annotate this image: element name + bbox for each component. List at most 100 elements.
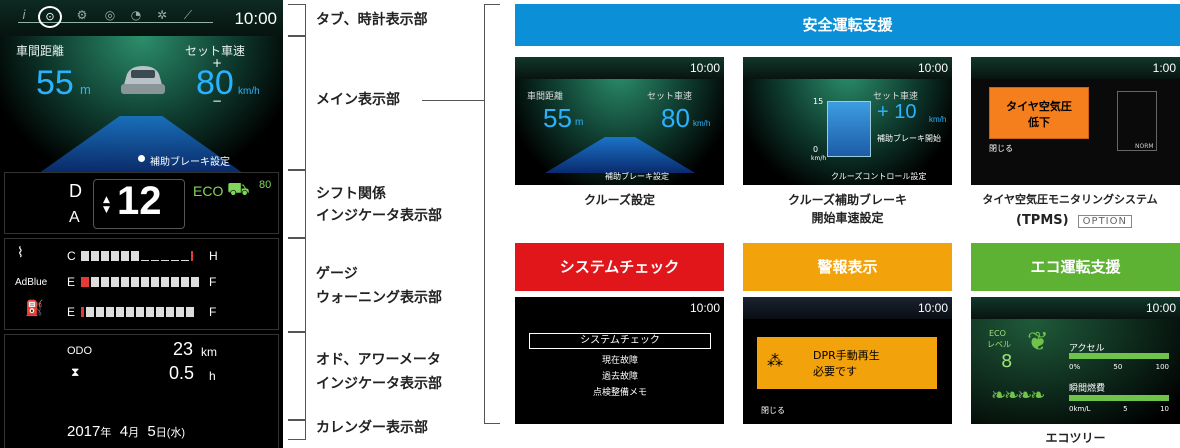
annotation-shift-1: シフト関係 — [316, 186, 386, 202]
warning-box: ⁂ DPR手動再生 必要です — [757, 337, 937, 389]
set-speed-label: セット車速 — [185, 44, 246, 58]
cruise-caption: クルーズ設定 — [583, 193, 656, 207]
fuel-bars — [81, 307, 194, 317]
brake-set-speed-label: セット車速 — [873, 92, 919, 102]
bracket-main — [288, 36, 306, 170]
clock: 10:00 — [234, 9, 277, 28]
gear-d: D — [69, 181, 82, 201]
bracket-odo — [288, 332, 306, 420]
eco-header: エコ運転支援 — [971, 243, 1180, 291]
main-display: 車間距離 セット車速 + 55 m 80 km/h − 補助ブレーキ設定 — [0, 36, 283, 176]
tpms-norm: NORM — [1135, 143, 1154, 150]
bracket-tab — [288, 4, 306, 36]
fuel-tick-2: 10 — [1160, 405, 1169, 413]
tpms-caption-1: タイヤ空気圧モニタリングシステム — [982, 193, 1158, 206]
cruise-thumbnail[interactable]: 10:00 車間距離 セット車速 55 m 80 km/h 補助ブレーキ設定 — [515, 57, 724, 185]
coolant-temp-icon: ⌇ — [17, 245, 24, 261]
brake-caption-1: クルーズ補助ブレーキ — [787, 193, 908, 207]
gauge-h: H — [209, 249, 218, 263]
brake-value: + 10 — [877, 101, 917, 123]
thumb-clock: 10:00 — [1145, 301, 1176, 315]
option-badge: OPTION — [1077, 215, 1132, 228]
annotation-gauge-2: ウォーニング表示部 — [316, 290, 442, 306]
annotation-calendar: カレンダー表示部 — [316, 420, 428, 436]
brake-bar — [827, 101, 871, 157]
distance-value: 55 — [36, 64, 74, 102]
eco-label-1: ECO — [989, 329, 1006, 338]
steering-wheel-tab-icon[interactable]: ⊙ — [38, 6, 62, 28]
gauge-e2: E — [67, 305, 76, 319]
eco-fuel-label: 瞬間燃費 — [1069, 384, 1106, 394]
eco-car-icon: ⛟ — [227, 179, 250, 200]
info-tab-icon[interactable]: i — [22, 8, 26, 22]
date-month-unit: 月 — [128, 427, 140, 439]
assist-brake-label: 補助ブレーキ設定 — [150, 157, 230, 168]
distance-label: 車間距離 — [16, 44, 65, 58]
thumb-road — [545, 137, 695, 173]
bracket-calendar — [288, 420, 306, 440]
gear-a: A — [69, 209, 80, 226]
speed-minus: − — [212, 94, 223, 108]
brake-scale-unit: km/h — [811, 155, 827, 162]
thumb-tab-bar: 10:00 — [743, 297, 952, 319]
tire-diagram-icon — [1117, 91, 1157, 151]
date-weekday: (水) — [166, 427, 186, 439]
warning-header: 警報表示 — [743, 243, 952, 291]
gauge-f2: F — [209, 305, 217, 319]
safety-header: 安全運転支援 — [515, 4, 1180, 46]
tab-line — [18, 22, 213, 23]
thumb-clock: 10:00 — [917, 301, 948, 315]
brake-thumbnail[interactable]: 10:00 15 0 km/h セット車速 + 10 km/h 補助ブレーキ開始… — [743, 57, 952, 185]
gauge-display: ⌇ C H AdBlue E F ⛽ E F — [4, 238, 279, 330]
syscheck-item-current[interactable]: 現在故障 — [601, 356, 638, 366]
settings-tab-icon[interactable]: ✲ — [156, 8, 168, 22]
eco-caption: エコツリー — [1045, 431, 1106, 445]
connector-line — [422, 100, 484, 101]
eco-fuel-bar — [1069, 395, 1169, 401]
thumb-tab-bar: 10:00 — [515, 297, 724, 319]
fuel-tick-1: 5 — [1123, 405, 1128, 413]
warning-msg-1: DPR手動再生 — [813, 349, 880, 362]
gear-tab-icon[interactable]: ⚙ — [76, 8, 88, 22]
warning-thumbnail[interactable]: 10:00 ⁂ DPR手動再生 必要です 閉じる — [743, 297, 952, 424]
eco-tree-icon: ❦ — [1027, 327, 1049, 357]
annotation-gauge-1: ゲージ — [316, 266, 358, 282]
eco-level: 8 — [1001, 351, 1013, 372]
tpms-caption-row: (TPMS) OPTION — [1016, 209, 1132, 228]
thumb-speed-value: 80 — [661, 103, 690, 133]
annotation-shift-2: インジケータ表示部 — [316, 208, 442, 224]
system-check-thumbnail[interactable]: 10:00 システムチェック 現在故障 過去故障 点検整備メモ — [515, 297, 724, 424]
assist-dot — [138, 155, 145, 162]
distance-unit: m — [80, 82, 91, 97]
accel-tick-2: 100 — [1155, 363, 1169, 371]
tpms-thumbnail[interactable]: 1:00 タイヤ空気圧 低下 NORM 閉じる — [971, 57, 1180, 185]
bracket-shift — [288, 170, 306, 238]
tpms-warning-box: タイヤ空気圧 低下 — [989, 87, 1089, 139]
odo-display: ODO 23 km ⧗ 0.5 h 2017年 4月 5日(水) — [4, 334, 279, 448]
meter-tab-icon[interactable]: ◔ — [130, 8, 142, 22]
temp-bars — [81, 251, 193, 261]
thumb-distance-value: 55 — [543, 103, 572, 133]
thumb-tab-bar: 10:00 — [971, 297, 1180, 319]
thumb-distance-label: 車間距離 — [527, 92, 564, 102]
hourglass-icon: ⧗ — [71, 365, 80, 379]
annotation-odo-2: インジケータ表示部 — [316, 376, 442, 392]
thumb-clock: 10:00 — [917, 61, 948, 75]
tpms-warning-2: 低下 — [1028, 116, 1050, 129]
hour-value: 0.5 — [169, 363, 195, 383]
calendar-date: 2017年 4月 5日(水) — [67, 423, 185, 440]
car-icon — [121, 66, 165, 94]
tire-tab-icon[interactable]: ◎ — [104, 8, 116, 22]
thumb-tab-bar: 1:00 — [971, 57, 1180, 79]
syscheck-item-selected[interactable]: システムチェック — [529, 333, 711, 349]
gauge-e1: E — [67, 275, 76, 289]
wrench-tab-icon[interactable]: ⟋ — [183, 8, 193, 22]
syscheck-item-past[interactable]: 過去故障 — [601, 372, 638, 382]
gauge-f1: F — [209, 275, 217, 289]
date-year: 2017 — [67, 423, 101, 440]
accel-tick-0: 0% — [1069, 363, 1081, 371]
warning-close[interactable]: 閉じる — [761, 406, 785, 415]
tpms-close[interactable]: 閉じる — [989, 144, 1013, 153]
syscheck-item-memo[interactable]: 点検整備メモ — [592, 388, 647, 398]
